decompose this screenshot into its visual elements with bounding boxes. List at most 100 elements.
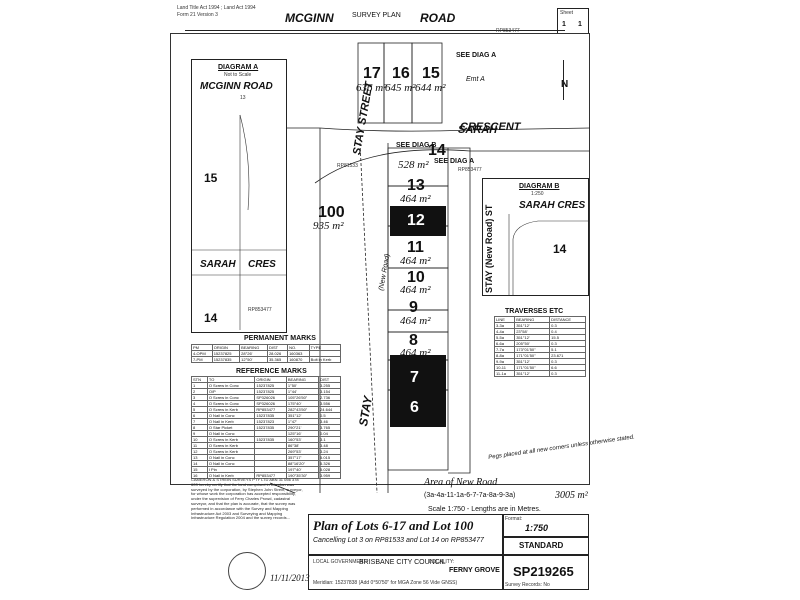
plan-number: SP219265: [513, 564, 574, 579]
reference-marks-title: REFERENCE MARKS: [236, 368, 307, 375]
lot-8-area: 464 m²: [400, 347, 431, 359]
lot-13-area: 464 m²: [400, 193, 431, 205]
new-road-formula: (3a-4a-11-1a-6-7-7a-8a-9-3a): [424, 492, 516, 499]
road-boundary-line: [185, 30, 565, 31]
see-diag-a-mid: SEE DIAG A: [434, 158, 475, 165]
corner-note-1: Land Title Act 1994 ; Land Act 1994: [177, 5, 256, 11]
road-crescent: CRESCENT: [460, 121, 521, 133]
sheet-total: 1: [578, 21, 582, 28]
rp81533-label: RP81533: [337, 163, 358, 169]
lot-12: 12: [407, 212, 425, 229]
diagram-a-title: DIAGRAM A: [218, 64, 259, 71]
lot-11-area: 464 m²: [400, 255, 431, 267]
pm-cell: 35.365: [266, 356, 289, 363]
road-sarah: SARAH: [458, 124, 498, 136]
plan-cancelling: Cancelling Lot 3 on RP81533 and Lot 14 o…: [313, 537, 484, 544]
lot-16: 16: [392, 65, 410, 82]
lot-14-area: 528 m²: [398, 159, 429, 171]
lot-13: 13: [407, 177, 425, 194]
title-cell: Plan of Lots 6-17 and Lot 100 Cancelling…: [308, 514, 504, 556]
pm-cell: 12°50': [239, 356, 268, 363]
diagram-b: DIAGRAM B 1:250 SARAH CRES STAY (New Roa…: [482, 178, 589, 296]
sheet-of: 1: [562, 21, 566, 28]
road-road: ROAD: [420, 11, 456, 25]
local-gov-label: LOCAL GOVERNMENT:: [313, 559, 368, 565]
sheet-label: Sheet: [560, 10, 574, 16]
traverse-cell: 351°12': [514, 370, 551, 377]
new-road-title: Area of New Road: [424, 477, 498, 488]
pm-cell: 7-PM: [191, 356, 213, 363]
traverses-title: TRAVERSES ETC: [505, 308, 564, 315]
traverse-cell: 0.3: [549, 370, 586, 377]
diagram-a-cres: CRES: [248, 259, 276, 270]
rp853477-mid: RP853477: [458, 167, 482, 173]
lot-9-area: 464 m²: [400, 315, 431, 327]
lot-6: 6: [410, 399, 419, 416]
format-label: Format:: [505, 516, 523, 522]
diagram-b-scale: 1:250: [531, 191, 544, 197]
lot-100: 100: [318, 204, 345, 221]
pm-cell: 15237835: [211, 356, 241, 363]
diagram-a-road: MCGINN ROAD: [200, 81, 273, 92]
format-cell: STANDARD: [502, 536, 589, 556]
survey-plan-heading: SURVEY PLAN: [352, 12, 401, 19]
plan-number-cell: Survey Records: No SP219265: [502, 554, 589, 590]
locality-label: LOCALITY:: [429, 559, 455, 565]
lot-8: 8: [409, 332, 418, 349]
diagram-a-subtitle: Not to Scale: [224, 72, 252, 78]
local-gov: BRISBANE CITY COUNCIL: [359, 559, 446, 566]
plan-scale: 1:750: [525, 523, 549, 533]
diagram-b-linework: [508, 214, 588, 295]
plan-format: STANDARD: [519, 541, 564, 550]
diagram-a-lot14: 14: [204, 311, 218, 325]
lot-10-area: 464 m²: [400, 284, 431, 296]
diagram-b-title: DIAGRAM B: [519, 183, 560, 190]
rm-cell: 3.959: [318, 472, 341, 479]
lot-17: 17: [363, 65, 381, 82]
lot-7: 7: [410, 369, 419, 386]
north-arrow-icon: [563, 60, 564, 100]
meridian: Meridian: 15237838 (Add 0°50'50" for MGA…: [313, 580, 458, 586]
corner-note-2: Form 21 Version 3: [177, 12, 218, 18]
road-mcginn: MCGINN: [285, 11, 334, 25]
traverse-cell: 11-1a: [493, 370, 516, 377]
scale-line: Scale 1:750 - Lengths are in Metres.: [428, 506, 541, 513]
survey-records: Survey Records: No: [505, 582, 550, 588]
lot-11: 11: [407, 239, 424, 256]
surveyor-seal: [228, 552, 266, 590]
north-n: N: [561, 79, 569, 90]
diagram-a-lot15: 15: [204, 171, 218, 185]
emt-a: Emt A: [466, 76, 485, 83]
new-road-area: 3005 m²: [555, 490, 588, 501]
lot-17-area: 636 m²: [356, 82, 387, 94]
diagram-a-rp: RP853477: [248, 307, 272, 313]
pm-cell: 160870: [287, 356, 310, 363]
lot-12-shading: [390, 206, 446, 236]
diagram-b-road: SARAH CRES: [519, 200, 586, 211]
pm-cell: Bolt in Kerb: [308, 356, 342, 363]
plan-frame: [170, 33, 590, 485]
scale-cell: Format: 1:750: [502, 514, 589, 538]
permanent-marks-title: PERMANENT MARKS: [244, 335, 316, 342]
surveyor-certification: CAMERON & STREIN SURVEYS PTY LTD ABN 31 …: [191, 478, 303, 521]
diagram-a-linework: [192, 114, 286, 330]
diagram-a: DIAGRAM A Not to Scale MCGINN ROAD 15 SA…: [191, 59, 287, 333]
locality-cell: LOCAL GOVERNMENT: BRISBANE CITY COUNCIL …: [308, 554, 504, 590]
see-diag-b: SEE DIAG B: [396, 142, 437, 149]
lot-15: 15: [422, 65, 440, 82]
lot-100-area: 935 m²: [313, 220, 344, 232]
locality: FERNY GROVE: [449, 567, 500, 574]
plan-title: Plan of Lots 6-17 and Lot 100: [313, 518, 474, 533]
lot-6-7-shading: [390, 355, 446, 427]
permanent-marks-table: PM ORIGIN BEARING DIST NO. TYPE 4-OPM 15…: [191, 344, 342, 363]
lot-16-area: 645 m²: [385, 82, 416, 94]
diagram-a-lot13: 13: [240, 95, 246, 101]
rm-cell: O Nail in Kerb: [206, 472, 256, 479]
lot-10: 10: [407, 269, 425, 286]
rm-cell: 190°35'30": [285, 472, 320, 479]
rp853477-label: RP853477: [496, 28, 520, 34]
diagram-b-lot14: 14: [553, 242, 567, 256]
